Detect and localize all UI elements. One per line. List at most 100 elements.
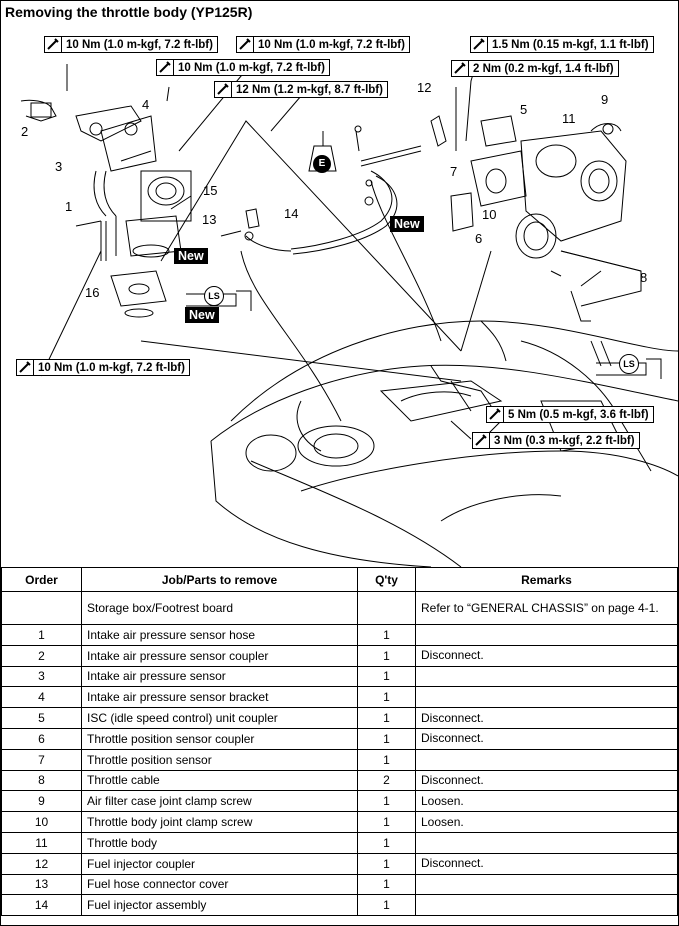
oil-can-icon: E [313,155,331,173]
cell-order: 12 [1,852,82,875]
cell-qty: 1 [357,624,416,646]
cell-order: 9 [1,790,82,813]
cell-remarks: Loosen. [415,790,678,813]
wrench-icon [471,37,488,52]
cell-order: 14 [1,894,82,917]
wrench-icon [452,61,469,76]
cell-qty: 1 [357,852,416,875]
col-header-order: Order [1,567,82,592]
col-header-qty: Q'ty [357,567,416,592]
section-title: Removing the throttle body (YP125R) [5,4,253,20]
cell-remarks [415,748,678,771]
cell-part: ISC (idle speed control) unit coupler [81,707,358,729]
grease-gun-icon: LS [204,286,224,306]
cell-remarks [415,894,678,917]
wrench-icon [45,37,62,52]
cell-order: 11 [1,831,82,854]
cell-remarks [415,665,678,688]
cell-part: Fuel injector assembly [81,894,358,917]
cell-qty [357,591,416,625]
callout-number: 6 [475,231,483,246]
callout-number: 16 [85,285,100,300]
wrench-icon [473,433,490,448]
cell-qty: 1 [357,811,416,833]
cell-qty: 1 [357,790,416,813]
cell-order: 4 [1,686,82,709]
new-part-label: New [390,216,424,232]
torque-label: 3 Nm (0.3 m-kgf, 2.2 ft-lbf) [472,432,640,449]
torque-label: 10 Nm (1.0 m-kgf, 7.2 ft-lbf) [236,36,410,53]
cell-remarks: Disconnect. [415,707,678,729]
torque-label: 2 Nm (0.2 m-kgf, 1.4 ft-lbf) [451,60,619,77]
cell-remarks [415,686,678,709]
cell-qty: 1 [357,707,416,729]
cell-part: Throttle position sensor [81,748,358,771]
cell-qty: 1 [357,873,416,896]
cell-order: 5 [1,707,82,729]
wrench-icon [157,60,174,75]
cell-qty: 1 [357,727,416,750]
torque-label: 12 Nm (1.2 m-kgf, 8.7 ft-lbf) [214,81,388,98]
cell-remarks: Refer to “GENERAL CHASSIS” on page 4-1. [415,591,678,625]
callout-number: 4 [142,97,150,112]
cell-order: 10 [1,811,82,833]
cell-part: Intake air pressure sensor hose [81,624,358,646]
grease-gun-icon: LS [619,354,639,374]
torque-label: 5 Nm (0.5 m-kgf, 3.6 ft-lbf) [486,406,654,423]
cell-order: 3 [1,665,82,688]
wrench-icon [237,37,254,52]
parts-table: Order Job/Parts to remove Q'ty Remarks S… [1,567,678,917]
cell-order: 8 [1,769,82,792]
callout-number: 12 [417,80,432,95]
cell-qty: 2 [357,769,416,792]
cell-order: 2 [1,644,82,667]
cell-part: Throttle cable [81,769,358,792]
cell-remarks: Disconnect. [415,769,678,792]
cell-part: Air filter case joint clamp screw [81,790,358,813]
callout-number: 14 [284,206,299,221]
torque-label: 10 Nm (1.0 m-kgf, 7.2 ft-lbf) [156,59,330,76]
cell-order: 7 [1,748,82,771]
cell-qty: 1 [357,686,416,709]
cell-qty: 1 [357,665,416,688]
callout-number: 13 [202,212,217,227]
cell-part: Intake air pressure sensor bracket [81,686,358,709]
torque-label: 1.5 Nm (0.15 m-kgf, 1.1 ft-lbf) [470,36,654,53]
cell-order: 6 [1,727,82,750]
cell-remarks [415,831,678,854]
callout-number: 7 [450,164,458,179]
cell-qty: 1 [357,894,416,917]
cell-qty: 1 [357,644,416,667]
callout-number: 5 [520,102,528,117]
cell-part: Intake air pressure sensor coupler [81,644,358,667]
callout-number: 2 [21,124,29,139]
cell-remarks: Disconnect. [415,727,678,750]
cell-part: Fuel hose connector cover [81,873,358,896]
new-part-label: New [174,248,208,264]
cell-remarks: Loosen. [415,811,678,833]
exploded-diagram: 10 Nm (1.0 m-kgf, 7.2 ft-lbf) 10 Nm (1.0… [1,21,678,567]
cell-part: Throttle body [81,831,358,854]
cell-qty: 1 [357,748,416,771]
cell-part: Storage box/Footrest board [81,591,358,625]
cell-remarks [415,873,678,896]
cell-remarks: Disconnect. [415,852,678,875]
cell-order: 1 [1,624,82,646]
col-header-remarks: Remarks [415,567,678,592]
cell-order [1,591,82,625]
torque-label: 10 Nm (1.0 m-kgf, 7.2 ft-lbf) [44,36,218,53]
cell-order: 13 [1,873,82,896]
